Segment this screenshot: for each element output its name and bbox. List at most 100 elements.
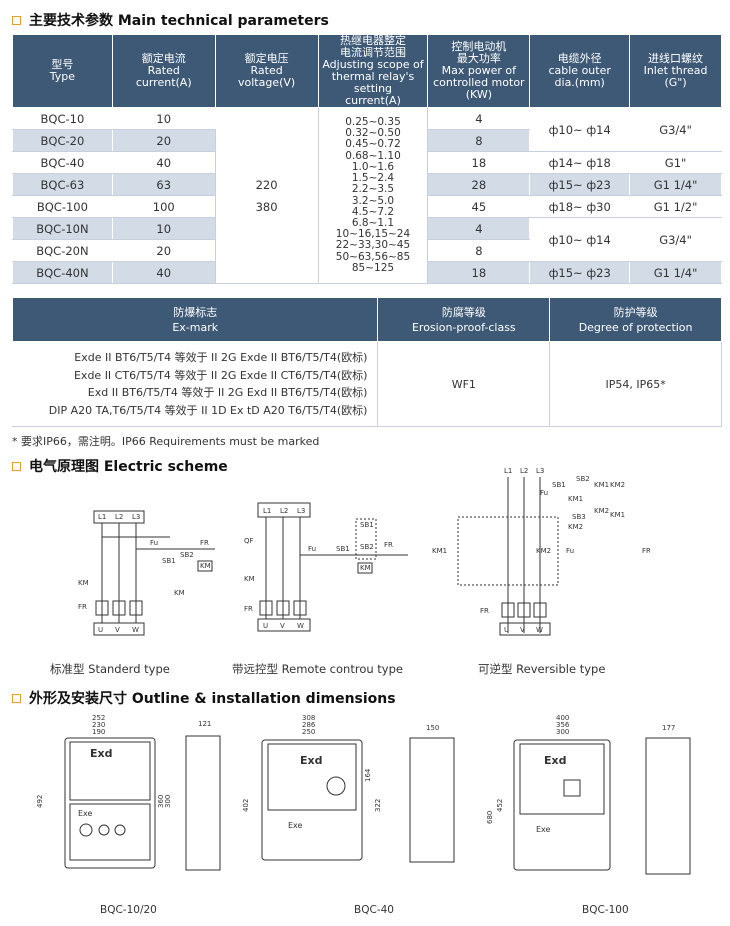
svg-text:308: 308 <box>302 714 315 722</box>
bullet-square-icon <box>12 15 21 25</box>
type-cell: BQC-10 <box>12 107 113 130</box>
cable-cell: ф10~ ф14 <box>529 217 631 262</box>
table-row: BQC-40 40 18 ф14~ ф18 G1" <box>12 151 722 174</box>
power-cell: 4 <box>427 107 531 130</box>
cable-cell: ф10~ ф14 <box>529 107 631 152</box>
svg-text:KM2: KM2 <box>568 523 583 531</box>
power-cell: 18 <box>427 261 531 284</box>
svg-text:190: 190 <box>92 728 105 736</box>
svg-text:V: V <box>520 626 525 634</box>
thread-cell: G1" <box>629 151 722 174</box>
bullet-square-icon <box>12 693 21 703</box>
svg-text:KM: KM <box>200 562 211 570</box>
current-cell: 10 <box>111 107 216 130</box>
svg-text:SB1: SB1 <box>162 557 176 565</box>
power-cell: 45 <box>427 195 531 218</box>
table-row: Exde II BT6/T5/T4 等效于 II 2G Exde II BT6/… <box>11 341 722 427</box>
svg-text:Exe: Exe <box>78 809 93 818</box>
svg-text:L3: L3 <box>297 507 305 515</box>
svg-text:V: V <box>115 626 120 634</box>
svg-text:SB1: SB1 <box>336 545 350 553</box>
svg-text:FR: FR <box>78 603 87 611</box>
remote-scheme-diagram: L1 L2 L3 QF KM FR U V W Fu SB1 SB2 SB1 F… <box>244 502 408 632</box>
svg-text:L2: L2 <box>115 513 123 521</box>
svg-text:Fu: Fu <box>308 545 316 553</box>
protection-cell: IP54, IP65* <box>549 341 722 427</box>
thread-cell: G1 1/4" <box>629 173 722 196</box>
svg-text:QF: QF <box>244 537 254 545</box>
cable-cell: ф14~ ф18 <box>529 151 631 174</box>
svg-text:286: 286 <box>302 721 316 729</box>
erosion-cell: WF1 <box>377 341 551 427</box>
cable-cell: ф15~ ф23 <box>529 173 631 196</box>
thread-cell: G1 1/2" <box>629 195 722 218</box>
svg-text:V: V <box>280 622 285 630</box>
svg-text:230: 230 <box>92 721 105 729</box>
svg-text:KM1: KM1 <box>594 481 609 489</box>
exmark-line: DIP A20 TA,T6/T5/T4 等效于 II 1D Ex tD A20 … <box>48 403 368 417</box>
type-cell: BQC-20 <box>12 129 113 152</box>
svg-text:L3: L3 <box>536 467 544 475</box>
svg-text:U: U <box>98 626 103 634</box>
svg-text:Fu: Fu <box>150 539 158 547</box>
svg-text:452: 452 <box>496 799 504 812</box>
exmark-line: Exde II CT6/T5/T4 等效于 II 2G Exde II CT6/… <box>73 368 368 382</box>
svg-text:KM: KM <box>360 564 371 572</box>
current-cell: 40 <box>111 151 216 174</box>
svg-text:492: 492 <box>36 795 44 808</box>
type-cell: BQC-100 <box>12 195 113 218</box>
reversible-scheme-diagram: L1 L2 L3 KM1 KM2 Fu SB1 SB2 KM1 KM2 KM1 … <box>432 467 650 636</box>
svg-text:FR: FR <box>384 541 393 549</box>
svg-text:FR: FR <box>200 539 209 547</box>
svg-text:252: 252 <box>92 714 105 722</box>
current-cell: 40 <box>111 261 216 284</box>
model-caption-bqc-100: BQC-100 <box>582 904 629 916</box>
svg-text:300: 300 <box>556 728 569 736</box>
svg-text:KM: KM <box>78 579 89 587</box>
svg-text:SB3: SB3 <box>572 513 586 521</box>
svg-text:L3: L3 <box>132 513 140 521</box>
exmark-line: Exde II BT6/T5/T4 等效于 II 2G Exde II BT6/… <box>74 351 368 364</box>
svg-text:L1: L1 <box>98 513 106 521</box>
thread-cell: G3/4" <box>629 107 722 152</box>
svg-text:KM2: KM2 <box>610 481 625 489</box>
svg-text:L1: L1 <box>263 507 271 515</box>
svg-text:Fu: Fu <box>540 489 548 497</box>
svg-text:SB1: SB1 <box>552 481 566 489</box>
exmark-line: Exd II BT6/T5/T4 等效于 II 2G Exd II BT6/T5… <box>87 386 368 399</box>
svg-text:360: 360 <box>157 795 165 808</box>
cable-cell: ф18~ ф30 <box>529 195 631 218</box>
svg-text:Exe: Exe <box>288 821 303 830</box>
svg-text:KM1: KM1 <box>568 495 583 503</box>
current-cell: 20 <box>111 239 216 262</box>
svg-text:Exd: Exd <box>300 754 322 767</box>
section-title-main-params: 主要技术参数 Main technical parameters <box>12 10 329 30</box>
outline-drawing-bqc-100: Exd Exe 400 356 300 680 452 177 <box>486 714 691 875</box>
svg-text:Exd: Exd <box>544 754 566 767</box>
outline-drawing-bqc-40: Exd Exe 308 286 250 402 164 322 150 <box>242 714 455 863</box>
power-cell: 8 <box>427 129 531 152</box>
section-title-outline: 外形及安装尺寸 Outline & installation dimension… <box>12 688 396 708</box>
model-caption-bqc-40: BQC-40 <box>354 904 394 916</box>
type-cell: BQC-20N <box>12 239 113 262</box>
svg-text:150: 150 <box>426 724 439 732</box>
current-cell: 100 <box>111 195 216 218</box>
type-cell: BQC-10N <box>12 217 113 240</box>
caption-standard-type: 标准型 Standerd type <box>50 662 170 676</box>
svg-text:177: 177 <box>662 724 675 732</box>
power-cell: 8 <box>427 239 531 262</box>
